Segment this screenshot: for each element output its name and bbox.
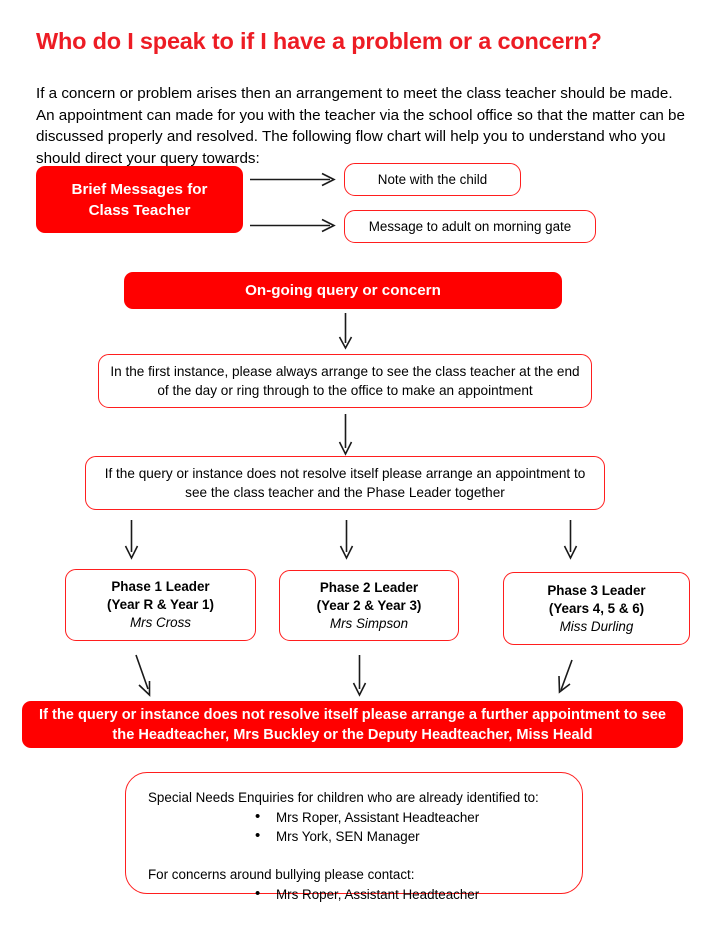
list-item: Mrs York, SEN Manager — [148, 826, 564, 846]
spacer — [148, 846, 564, 865]
node-brief-messages-class-teacher: Brief Messages for Class Teacher — [36, 166, 243, 233]
phase-1-years: (Year R & Year 1) — [107, 597, 214, 612]
phase-3-role: Phase 3 Leader — [547, 582, 646, 598]
arrow-to-note-with-child — [250, 172, 336, 187]
phase-2-years: (Year 2 & Year 3) — [316, 597, 422, 613]
phase-1-person: Mrs Cross — [130, 615, 191, 630]
node-headteacher-banner-label: If the query or instance does not resolv… — [39, 706, 666, 743]
node-brief-messages-line2: Class Teacher — [88, 201, 191, 219]
node-first-instance-label: In the first instance, please always arr… — [110, 364, 580, 398]
node-message-to-adult-label: Message to adult on morning gate — [368, 219, 572, 234]
arrow-to-morning-gate — [250, 218, 336, 233]
node-headteacher-escalation-banner: If the query or instance does not resolv… — [22, 701, 683, 748]
special-needs-contact-list: Mrs Roper, Assistant Headteacher Mrs Yor… — [148, 807, 564, 846]
intro-paragraph: If a concern or problem arises then an a… — [36, 85, 685, 167]
bullying-contact-list: Mrs Roper, Assistant Headteacher — [148, 884, 564, 904]
page-title: Who do I speak to if I have a problem or… — [36, 27, 602, 54]
phase-2-role: Phase 2 Leader — [319, 579, 419, 595]
node-phase-2-content: Phase 2 Leader (Year 2 & Year 3) Mrs Sim… — [280, 579, 458, 633]
node-phase-3-leader: Phase 3 Leader (Years 4, 5 & 6) Miss Dur… — [503, 572, 690, 645]
special-needs-heading: Special Needs Enquiries for children who… — [148, 790, 539, 805]
arrow-ongoing-to-first-instance — [338, 313, 353, 350]
phase-3-years: (Years 4, 5 & 6) — [548, 600, 645, 616]
node-brief-messages-line1: Brief Messages for — [71, 180, 208, 198]
node-ongoing-query-or-concern: On-going query or concern — [124, 272, 562, 309]
node-special-needs-panel: Special Needs Enquiries for children who… — [125, 772, 583, 903]
list-item: Mrs Roper, Assistant Headteacher — [148, 884, 564, 904]
arrow-to-phase2-leader — [339, 520, 354, 560]
node-brief-messages-text: Brief Messages for Class Teacher — [36, 179, 243, 221]
arrow-phase3-to-headteacher — [558, 659, 573, 694]
node-note-with-the-child-label: Note with the child — [377, 172, 488, 187]
arrow-phase1-to-headteacher — [135, 654, 151, 697]
phase-2-person: Mrs Simpson — [329, 615, 409, 631]
node-ongoing-query-label: On-going query or concern — [245, 282, 441, 299]
bullying-heading: For concerns around bullying please cont… — [148, 867, 415, 882]
node-arrange-appointment-phase-leader: If the query or instance does not resolv… — [85, 456, 605, 510]
special-needs-content: Special Needs Enquiries for children who… — [126, 773, 582, 904]
arrow-phase2-to-headteacher — [352, 655, 367, 697]
list-item: Mrs Roper, Assistant Headteacher — [148, 807, 564, 827]
node-note-with-the-child: Note with the child — [344, 163, 521, 196]
phase-1-role: Phase 1 Leader — [111, 579, 210, 594]
node-phase-2-leader: Phase 2 Leader (Year 2 & Year 3) Mrs Sim… — [279, 570, 459, 641]
arrow-to-phase3-leader — [563, 520, 578, 560]
node-phase-1-leader: Phase 1 Leader (Year R & Year 1) Mrs Cro… — [65, 569, 256, 641]
arrow-to-phase1-leader — [124, 520, 139, 560]
node-phase-leader-meeting-label: If the query or instance does not resolv… — [104, 466, 586, 500]
phase-3-person: Miss Durling — [559, 618, 634, 634]
node-phase-1-content: Phase 1 Leader (Year R & Year 1) Mrs Cro… — [66, 578, 255, 632]
node-message-to-adult-on-morning-gate: Message to adult on morning gate — [344, 210, 596, 243]
node-first-instance-class-teacher: In the first instance, please always arr… — [98, 354, 592, 408]
arrow-first-instance-to-phase-meeting — [338, 414, 353, 456]
node-phase-3-content: Phase 3 Leader (Years 4, 5 & 6) Miss Dur… — [504, 582, 689, 636]
